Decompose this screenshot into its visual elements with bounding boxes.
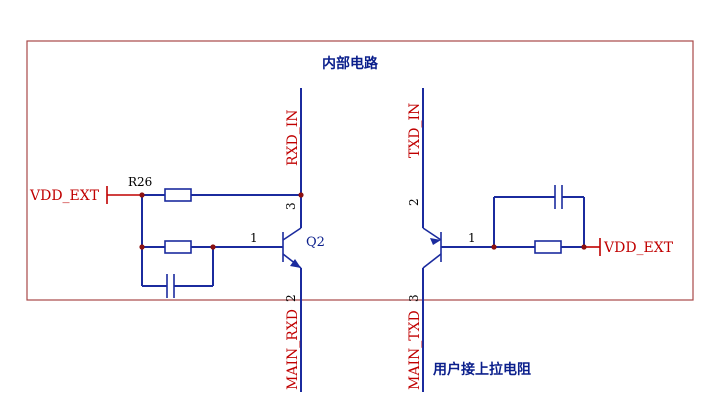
internal-circuit-title: 内部电路 xyxy=(322,55,379,72)
pin1-left-label: 1 xyxy=(250,231,258,245)
vdd-ext-right-label: VDD_EXT xyxy=(603,240,674,256)
pin2-left-label: 2 xyxy=(284,294,298,302)
q2-collector-leg xyxy=(282,227,302,241)
main-rxd-label: MAIN_RXD xyxy=(285,309,301,390)
user-pullup-note: 用户接上拉电阻 xyxy=(433,361,531,378)
q-right-emitter-arrow xyxy=(430,238,441,245)
txd-in-label: TXD_IN xyxy=(407,103,423,158)
r26-label: R26 xyxy=(128,175,152,189)
rxd-in-label: RXD_IN xyxy=(285,109,301,166)
junction-right-1 xyxy=(491,244,497,250)
pin1-right-label: 1 xyxy=(468,231,476,245)
junction-left-1 xyxy=(139,192,145,198)
junction-left-3 xyxy=(210,244,216,250)
q2-emitter-arrow xyxy=(290,259,301,268)
vdd-ext-left-label: VDD_EXT xyxy=(29,188,100,204)
resistor-r26 xyxy=(164,188,192,202)
internal-circuit-border xyxy=(26,40,694,301)
main-txd-label: MAIN_TXD xyxy=(407,310,423,390)
junction-right-2 xyxy=(581,244,587,250)
junction-left-2 xyxy=(139,244,145,250)
pin3-left-label: 3 xyxy=(284,202,298,210)
pin2-right-label: 2 xyxy=(407,198,421,206)
resistor-base-left xyxy=(164,240,192,254)
q-right-emitter-leg xyxy=(422,253,442,269)
q-right-collector-leg xyxy=(422,227,442,241)
q2-label: Q2 xyxy=(306,235,325,250)
junction-left-4 xyxy=(298,192,304,198)
resistor-base-right xyxy=(534,240,562,254)
pin3-right-label: 3 xyxy=(407,294,421,302)
